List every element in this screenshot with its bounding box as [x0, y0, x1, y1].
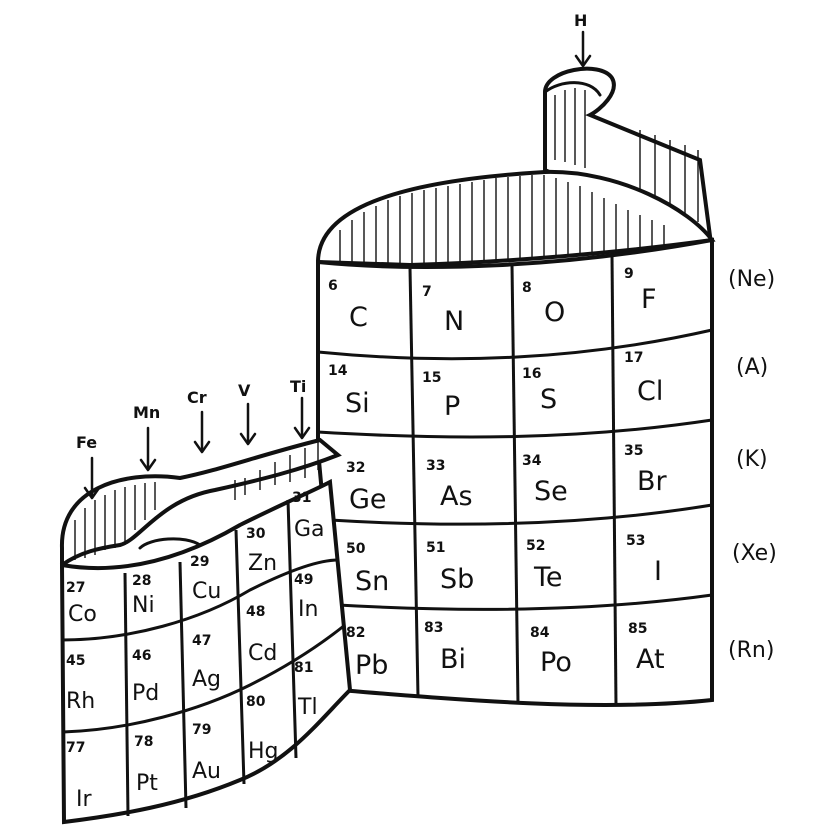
element-number-82: 82	[346, 625, 365, 641]
element-symbol-82: Pb	[355, 650, 388, 681]
element-number-29: 29	[190, 554, 209, 570]
element-number-50: 50	[346, 541, 366, 557]
element-number-46: 46	[132, 648, 151, 664]
element-number-27: 27	[66, 580, 85, 596]
element-number-31: 31	[292, 490, 311, 506]
element-number-47: 47	[192, 633, 211, 649]
side-block-grid	[61, 499, 346, 817]
lower-curl-hatching	[74, 442, 319, 560]
element-number-83: 83	[424, 620, 443, 636]
element-number-85: 85	[628, 621, 647, 637]
element-number-35: 35	[624, 443, 643, 459]
element-symbol-34: Se	[534, 476, 568, 507]
element-symbol-8: O	[544, 297, 565, 328]
element-symbol-48: Cd	[248, 641, 277, 666]
element-symbol-81: Tl	[297, 695, 318, 720]
element-symbol-78: Pt	[136, 771, 158, 796]
element-symbol-45: Rh	[66, 689, 95, 714]
element-symbol-14: Si	[345, 388, 370, 419]
element-number-6: 6	[328, 278, 338, 294]
element-number-14: 14	[328, 363, 348, 379]
element-symbol-6: C	[349, 302, 368, 333]
element-symbol-49: In	[298, 597, 318, 622]
upper-curl-hatching	[339, 175, 665, 263]
element-number-16: 16	[522, 366, 541, 382]
side-block	[59, 478, 353, 825]
element-number-32: 32	[346, 460, 365, 476]
element-symbol-31: Ga	[294, 517, 325, 542]
series-label-2: Cr	[187, 388, 207, 407]
element-symbol-51: Sb	[440, 564, 474, 595]
element-symbol-9: F	[641, 284, 657, 315]
element-number-7: 7	[422, 284, 432, 300]
hydrogen-label: H	[574, 11, 587, 30]
element-symbol-46: Pd	[132, 681, 159, 706]
series-label-4: Ti	[290, 377, 306, 396]
element-symbol-80: Hg	[248, 739, 279, 764]
noble-gas-label-0: (Ne)	[728, 267, 775, 292]
element-symbol-7: N	[444, 306, 464, 337]
element-symbol-85: At	[636, 644, 665, 675]
element-symbol-16: S	[540, 384, 557, 415]
element-symbol-33: As	[440, 481, 473, 512]
series-label-1: Mn	[133, 403, 160, 422]
element-symbol-50: Sn	[355, 566, 389, 597]
top-curl-hatching	[554, 88, 699, 222]
element-number-77: 77	[66, 740, 85, 756]
element-symbol-83: Bi	[440, 644, 466, 675]
element-number-52: 52	[526, 538, 545, 554]
element-symbol-47: Ag	[192, 667, 221, 692]
main-block	[316, 237, 714, 708]
element-symbol-32: Ge	[349, 484, 387, 515]
element-number-84: 84	[530, 625, 550, 641]
series-label-0: Fe	[76, 433, 97, 452]
element-number-81: 81	[294, 660, 313, 676]
element-number-79: 79	[192, 722, 211, 738]
series-labels: Fe Mn Cr V Ti	[76, 377, 306, 452]
element-number-45: 45	[66, 653, 85, 669]
element-symbol-53: I	[654, 556, 662, 587]
element-number-15: 15	[422, 370, 441, 386]
element-symbol-84: Po	[540, 647, 572, 678]
element-symbol-28: Ni	[132, 593, 155, 618]
element-number-28: 28	[132, 573, 151, 589]
element-number-80: 80	[246, 694, 266, 710]
element-symbol-17: Cl	[637, 376, 663, 407]
element-number-30: 30	[246, 526, 266, 542]
element-symbol-79: Au	[192, 759, 221, 784]
element-symbol-52: Te	[533, 562, 563, 593]
hydrogen-arrow: H	[574, 11, 592, 68]
series-label-3: V	[238, 381, 251, 400]
element-symbol-30: Zn	[248, 551, 277, 576]
main-block-grid	[317, 254, 713, 707]
element-number-53: 53	[626, 533, 645, 549]
element-symbol-27: Co	[68, 602, 97, 627]
element-symbol-35: Br	[637, 466, 668, 497]
upper-curl	[315, 169, 716, 268]
element-number-49: 49	[294, 572, 313, 588]
element-number-8: 8	[522, 280, 532, 296]
noble-gas-label-3: (Xe)	[732, 541, 777, 566]
element-number-17: 17	[624, 350, 643, 366]
noble-gas-label-2: (K)	[736, 447, 768, 472]
element-symbol-29: Cu	[192, 579, 221, 604]
noble-gas-labels: (Ne) (A) (K) (Xe) (Rn)	[728, 267, 777, 663]
element-number-51: 51	[426, 540, 445, 556]
element-number-34: 34	[522, 453, 542, 469]
noble-gas-label-4: (Rn)	[728, 638, 774, 663]
element-number-48: 48	[246, 604, 265, 620]
element-number-78: 78	[134, 734, 153, 750]
series-arrows	[83, 396, 311, 500]
lower-curl	[59, 437, 342, 569]
element-number-9: 9	[624, 266, 634, 282]
element-number-33: 33	[426, 458, 445, 474]
noble-gas-label-1: (A)	[736, 355, 768, 380]
element-symbol-77: Ir	[76, 787, 92, 812]
element-symbol-15: P	[444, 391, 460, 422]
